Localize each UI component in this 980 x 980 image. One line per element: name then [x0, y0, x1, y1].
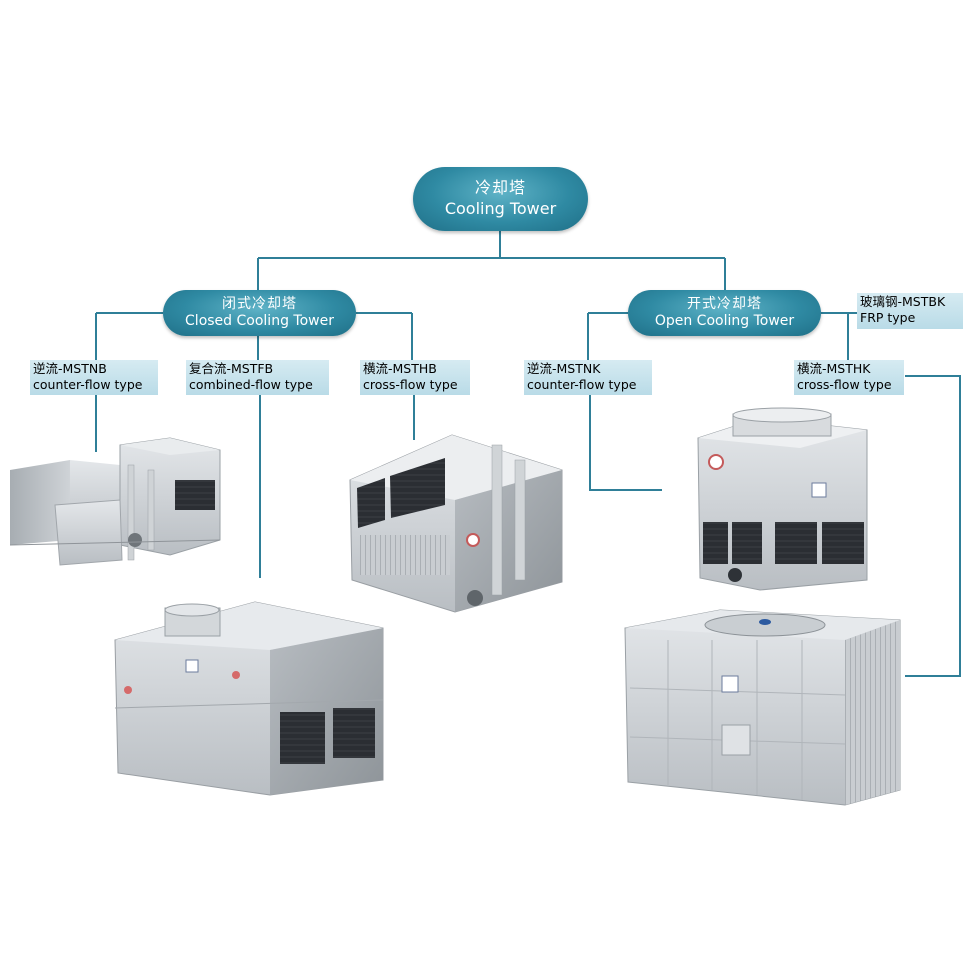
- type-tag-line1: 横流-MSTHB: [363, 361, 437, 376]
- combined-flow-closed-tower-photo: [114, 601, 384, 796]
- type-tag-line2: counter-flow type: [527, 377, 637, 392]
- type-tag-line1: 玻璃钢-MSTBK: [860, 294, 946, 309]
- counter-flow-open-tower-photo: [697, 407, 868, 591]
- type-tag-msthb: 横流-MSTHB cross-flow type: [360, 360, 470, 395]
- type-tag-line2: counter-flow type: [33, 377, 143, 392]
- type-tag-mstnk: 逆流-MSTNK counter-flow type: [524, 360, 652, 395]
- type-tag-line2: cross-flow type: [363, 377, 458, 392]
- type-tag-mstnb: 逆流-MSTNB counter-flow type: [30, 360, 158, 395]
- type-tag-msthk: 横流-MSTHK cross-flow type: [794, 360, 904, 395]
- type-tag-mstbk: 玻璃钢-MSTBK FRP type: [857, 293, 963, 329]
- type-tag-line1: 复合流-MSTFB: [189, 361, 274, 376]
- root-node-cn: 冷却塔: [474, 178, 526, 197]
- type-tag-mstfb: 复合流-MSTFB combined-flow type: [186, 360, 329, 395]
- node-closed-cooling-tower: 闭式冷却塔 Closed Cooling Tower: [163, 290, 356, 336]
- type-tag-line2: cross-flow type: [797, 377, 892, 392]
- type-tag-line2: FRP type: [860, 310, 916, 325]
- open-node-cn: 开式冷却塔: [687, 296, 762, 312]
- leader-counter-open: [589, 395, 662, 491]
- root-node-cooling-tower: 冷却塔 Cooling Tower: [413, 167, 588, 231]
- type-tag-line1: 逆流-MSTNB: [33, 361, 107, 376]
- cross-flow-open-tower-photo: [624, 609, 901, 806]
- leader-cross-open: [905, 375, 961, 677]
- cross-flow-closed-tower-photo: [349, 434, 563, 613]
- open-node-en: Open Cooling Tower: [654, 313, 795, 329]
- type-tag-line1: 逆流-MSTNK: [527, 361, 601, 376]
- closed-node-en: Closed Cooling Tower: [185, 313, 334, 329]
- closed-node-cn: 闭式冷却塔: [222, 296, 297, 312]
- counter-flow-closed-tower-photo: [9, 437, 221, 566]
- node-open-cooling-tower: 开式冷却塔 Open Cooling Tower: [628, 290, 821, 336]
- root-node-en: Cooling Tower: [444, 199, 557, 218]
- type-tag-line2: combined-flow type: [189, 377, 313, 392]
- type-tag-line1: 横流-MSTHK: [797, 361, 871, 376]
